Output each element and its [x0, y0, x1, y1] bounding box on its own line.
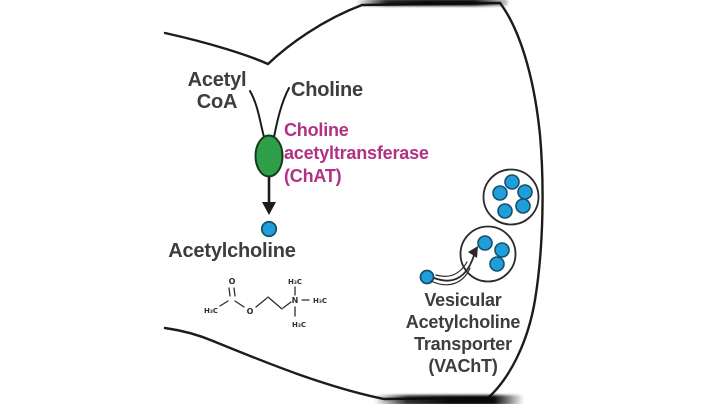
bottom-edge-artifact [374, 395, 524, 404]
vacht-line2: Acetylcholine [405, 312, 521, 332]
free-acetylcholine-dot [419, 269, 435, 285]
vacht-transport-arrow [430, 246, 478, 286]
acetyl-coa-label: Acetyl CoA [172, 69, 262, 113]
acetylcholine-chemical-structure: O O N H₃C H₃C H₃C H₃C [204, 277, 327, 329]
choline-label: Choline [291, 79, 363, 101]
chat-line2: acetyltransferase [284, 143, 429, 163]
methyl-top-label: H₃C [288, 278, 302, 286]
acetyl-coa-line1: Acetyl [187, 69, 247, 91]
vesicle-upper [482, 168, 540, 226]
acetylcholine-dot [260, 220, 278, 238]
top-edge-artifact [356, 0, 508, 6]
acetylcholine-label: Acetylcholine [168, 240, 296, 262]
chat-line3: (ChAT) [284, 166, 342, 186]
vacht-line4: (VAChT) [428, 356, 498, 376]
synthesis-arrowhead [262, 202, 276, 215]
choline-input-line [273, 87, 290, 138]
vacht-line3: Transporter [414, 334, 512, 354]
carbonyl-oxygen-label: O [229, 277, 236, 286]
cell-membrane-outline [163, 1, 544, 401]
vesicle-lower [459, 225, 517, 283]
vacht-transporter-label: Vesicular Acetylcholine Transporter (VAC… [384, 289, 542, 377]
methyl-bottom-label: H₃C [292, 321, 306, 329]
acetyl-coa-input-line [249, 90, 265, 138]
nitrogen-label: N [292, 296, 299, 305]
chat-enzyme-label: Choline acetyltransferase (ChAT) [284, 119, 429, 188]
chat-line1: Choline [284, 120, 349, 140]
methyl-left-label: H₃C [204, 307, 218, 315]
ester-oxygen-label: O [247, 307, 254, 316]
chat-enzyme-shape [254, 134, 284, 178]
acetyl-coa-line2: CoA [196, 91, 238, 113]
methyl-right-label: H₃C [313, 297, 327, 305]
vacht-line1: Vesicular [424, 290, 502, 310]
